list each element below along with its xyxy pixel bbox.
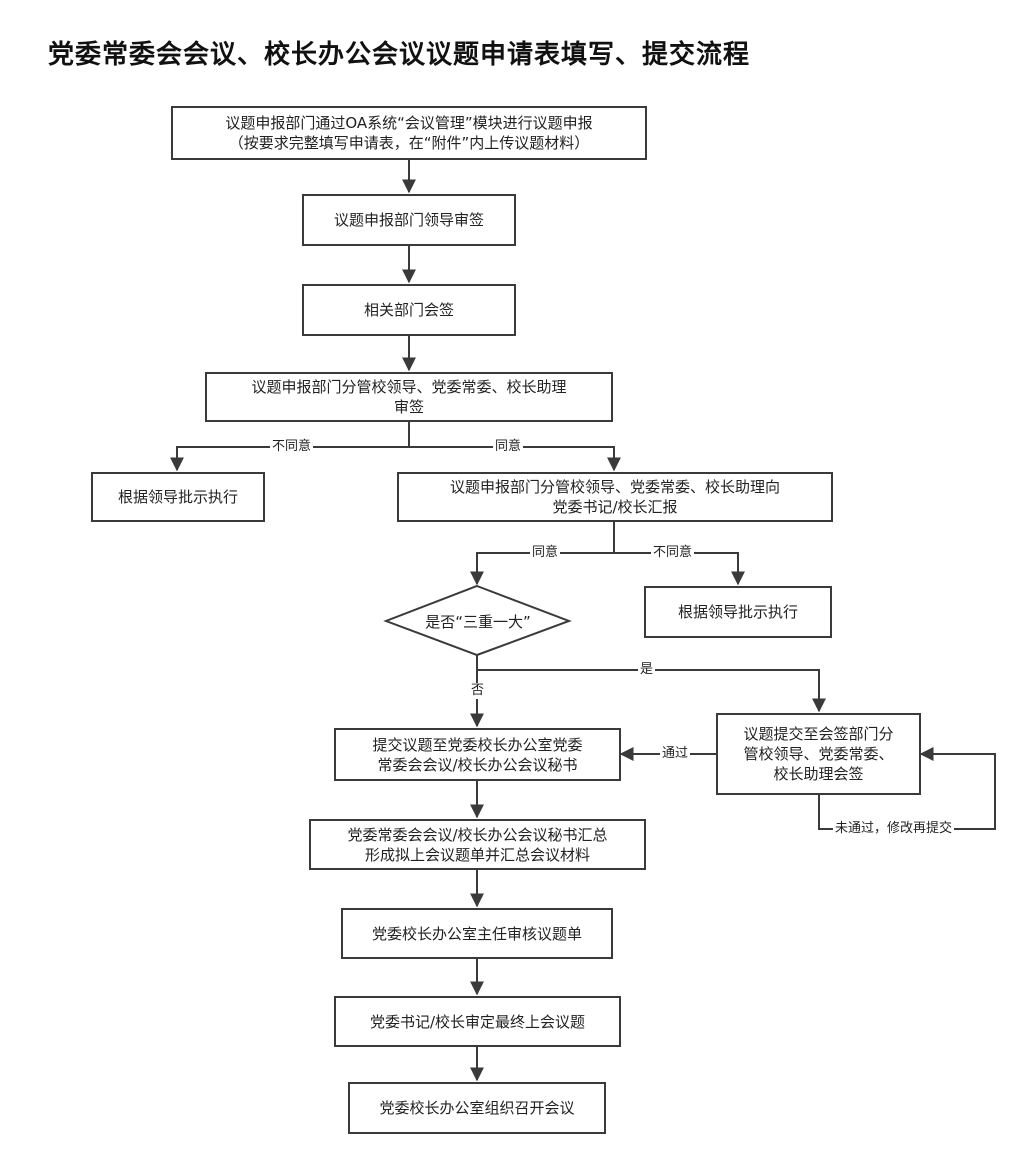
- edge-decision-n9: [477, 669, 826, 713]
- node-submit-oa: 议题申报部门通过OA系统“会议管理”模块进行议题申报 （按要求完整填写申请表，在“…: [171, 106, 647, 160]
- node-text: 议题申报部门分管校领导、党委常委、校长助理: [251, 378, 567, 396]
- node-text: 党委校长办公室组织召开会议: [379, 1099, 575, 1117]
- edge-label-agree-1: 同意: [493, 439, 524, 455]
- decision-text: 是否“三重一大”: [425, 612, 531, 631]
- node-countersign-leaders: 议题提交至会签部门分管校领导、党委常委、校长助理会签: [716, 713, 921, 795]
- node-text: 议题提交至会签部门分: [743, 725, 894, 743]
- node-director-review: 党委校长办公室主任审核议题单: [341, 908, 613, 959]
- node-text: （按要求完整填写申请表，在“附件”内上传议题材料）: [228, 134, 590, 152]
- node-text: 议题申报部门领导审签: [333, 211, 484, 229]
- node-text: 议题申报部门分管校领导、党委常委、校长助理向: [449, 478, 780, 496]
- edge-label-agree-2: 同意: [530, 545, 561, 561]
- node-submit-to-secretary: 提交议题至党委校长办公室党委常委会会议/校长办公会议秘书: [334, 728, 621, 781]
- node-text: 常委会会议/校长办公会议秘书: [377, 755, 578, 774]
- edge-n4-n6: [409, 446, 621, 472]
- edge-n9-loop: [818, 747, 996, 830]
- node-text: 党委书记/校长汇报: [552, 498, 678, 516]
- node-final-approval: 党委书记/校长审定最终上会议题: [334, 996, 621, 1047]
- edge-label-disagree-2: 不同意: [651, 545, 695, 561]
- node-report-to-secretary: 议题申报部门分管校领导、党委常委、校长助理向党委书记/校长汇报: [397, 472, 833, 522]
- node-text: 审签: [393, 398, 424, 416]
- node-vice-leader-sign: 议题申报部门分管校领导、党委常委、校长助理审签: [205, 372, 613, 422]
- edge-label-passed: 通过: [660, 746, 691, 762]
- edge-label-no: 否: [469, 683, 487, 699]
- node-compile-agenda: 党委常委会会议/校长办公会议秘书汇总形成拟上会议题单并汇总会议材料: [309, 819, 646, 870]
- node-text: 相关部门会签: [363, 301, 454, 319]
- node-related-dept-countersign: 相关部门会签: [302, 284, 516, 336]
- edge-label-not-passed: 未通过，修改再提交: [833, 821, 955, 837]
- node-text: 根据领导批示执行: [677, 603, 798, 621]
- node-text: 议题申报部门通过OA系统“会议管理”模块进行议题申报: [225, 114, 593, 132]
- node-follow-instructions-right: 根据领导批示执行: [644, 586, 832, 638]
- node-follow-instructions-left: 根据领导批示执行: [91, 472, 265, 522]
- node-text: 根据领导批示执行: [117, 488, 238, 506]
- node-text: 党委校长办公室主任审核议题单: [371, 924, 582, 943]
- node-hold-meeting: 党委校长办公室组织召开会议: [348, 1082, 606, 1134]
- page-title: 党委常委会会议、校长办公会议议题申请表填写、提交流程: [48, 40, 751, 70]
- node-text: 党委书记/校长审定最终上会议题: [369, 1012, 586, 1031]
- edge-label-disagree-1: 不同意: [270, 439, 314, 455]
- edge-label-yes: 是: [638, 662, 656, 678]
- node-dept-leader-sign: 议题申报部门领导审签: [302, 194, 516, 246]
- node-text: 校长助理会签: [773, 765, 864, 783]
- node-text: 管校领导、党委常委、: [743, 745, 894, 763]
- node-text: 形成拟上会议题单并汇总会议材料: [364, 845, 590, 864]
- node-text: 提交议题至党委校长办公室党委: [372, 735, 583, 754]
- node-text: 党委常委会会议/校长办公会议秘书汇总: [347, 825, 608, 844]
